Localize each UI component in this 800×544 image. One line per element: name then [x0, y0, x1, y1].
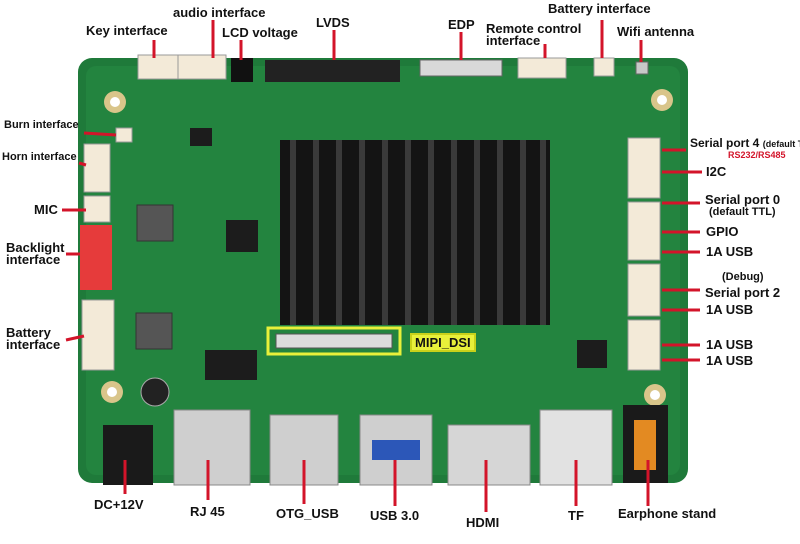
serial4-note: (default TTL)	[762, 139, 800, 149]
chip-right	[577, 340, 607, 368]
remote-connector	[517, 57, 567, 79]
key-connector	[137, 54, 179, 80]
label-i2c: I2C	[706, 164, 727, 179]
usb3-blue	[372, 440, 420, 460]
earphone-jack-orange	[634, 420, 656, 470]
wifi-antenna-connector	[635, 61, 649, 75]
label-serial0-note: (default TTL)	[709, 206, 776, 218]
label-debug: (Debug)	[722, 271, 764, 283]
label-hdmi: HDMI	[466, 515, 500, 530]
heatsink	[280, 140, 550, 325]
lvds-header	[265, 60, 400, 82]
label-serial4: Serial port 4 (default TTL)	[690, 137, 800, 149]
label-burn-interface: Burn interface	[4, 119, 79, 131]
mipi-dsi-connector	[275, 333, 393, 349]
heatsink-fins	[290, 140, 546, 325]
label-remote-control-2: interface	[486, 33, 541, 48]
right-connector-3	[627, 263, 661, 317]
mipi-dsi-highlight-box	[266, 326, 402, 356]
chip-left	[226, 220, 258, 252]
horn-connector	[83, 143, 111, 193]
mic-connector	[83, 195, 111, 223]
right-connector-2	[627, 201, 661, 261]
label-rj45: RJ 45	[190, 504, 225, 519]
label-serial0: Serial port 0	[705, 192, 781, 207]
label-1a-usb-3: 1A USB	[706, 337, 754, 352]
label-1a-usb-1: 1A USB	[706, 244, 754, 259]
eth-chip	[205, 350, 257, 380]
label-battery-interface-top: Battery interface	[548, 1, 651, 16]
label-horn-interface: Horn interface	[2, 151, 77, 163]
capacitor	[140, 377, 170, 407]
label-1a-usb-4: 1A USB	[706, 353, 754, 368]
label-serial4-rs: RS232/RS485	[728, 150, 786, 160]
audio-connector	[177, 54, 227, 80]
lcd-voltage-jumper	[231, 58, 253, 82]
label-1a-usb-2: 1A USB	[706, 302, 754, 317]
label-dc12v: DC+12V	[94, 497, 144, 512]
label-backlight-1: Backlight	[6, 240, 65, 255]
serial4-text: Serial port 4	[690, 136, 760, 150]
label-mipi-dsi: MIPI_DSI	[410, 333, 476, 352]
right-connector-4	[627, 319, 661, 371]
chip-small	[190, 128, 212, 146]
label-battery-left-2: interface	[6, 337, 61, 352]
dc-jack	[103, 425, 153, 485]
label-wifi-antenna: Wifi antenna	[617, 24, 695, 39]
right-connector-1	[627, 137, 661, 199]
label-lcd-voltage: LCD voltage	[222, 25, 298, 40]
edp-connector	[419, 59, 503, 77]
battery-left-connector	[81, 299, 115, 371]
burn-connector	[115, 127, 133, 143]
label-edp: EDP	[448, 17, 475, 32]
label-gpio: GPIO	[706, 224, 739, 239]
label-earphone-stand: Earphone stand	[618, 506, 717, 521]
label-otg-usb: OTG_USB	[276, 506, 339, 521]
label-lvds: LVDS	[316, 15, 350, 30]
label-mic: MIC	[34, 202, 58, 217]
hdmi-port	[447, 424, 531, 486]
label-key-interface: Key interface	[86, 23, 168, 38]
inductor-150-bottom	[135, 312, 173, 350]
label-remote-control: Remote control	[486, 21, 582, 36]
inductor-150-top	[136, 204, 174, 242]
label-backlight-2: interface	[6, 252, 61, 267]
battery-top-connector	[593, 57, 615, 77]
rj45-jack	[173, 409, 251, 486]
label-battery-left-1: Battery	[6, 325, 51, 340]
label-serial2: Serial port 2	[705, 285, 781, 300]
label-tf: TF	[568, 508, 584, 523]
label-audio-interface: audio interface	[173, 5, 266, 20]
callout-arrows	[62, 20, 702, 512]
label-usb3: USB 3.0	[370, 508, 420, 523]
backlight-connector	[80, 225, 112, 290]
